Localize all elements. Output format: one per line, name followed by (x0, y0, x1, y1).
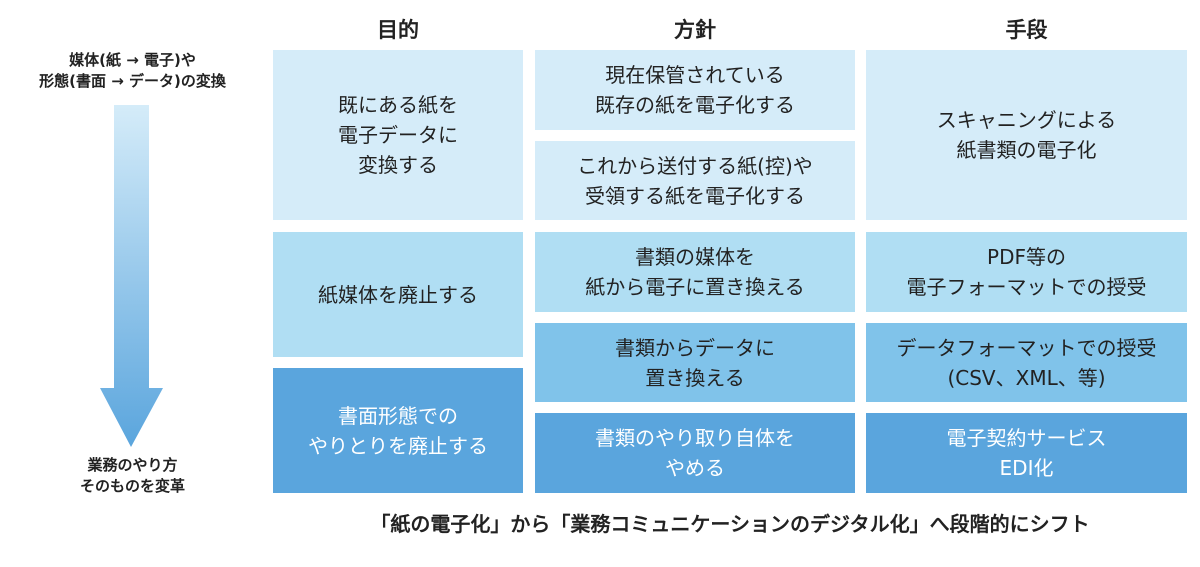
down-arrow-icon (100, 105, 163, 447)
purpose-box-2: 紙媒体を廃止する (273, 232, 523, 357)
purpose-box-3: 書面形態での やりとりを廃止する (273, 368, 523, 493)
means-box-1: スキャニングによる 紙書類の電子化 (866, 50, 1187, 220)
policy-box-1: 現在保管されている 既存の紙を電子化する (535, 50, 855, 130)
policy-box-4: 書類からデータに 置き換える (535, 323, 855, 402)
side-label-top: 媒体(紙 → 電子)や 形態(書面 → データ)の変換 (39, 51, 226, 90)
header-means: 手段 (1005, 18, 1048, 42)
side-label-bottom: 業務のやり方 そのものを変革 (79, 456, 185, 495)
purpose-box-1: 既にある紙を 電子データに 変換する (273, 50, 523, 220)
policy-box-3: 書類の媒体を 紙から電子に置き換える (535, 232, 855, 312)
means-box-4: 電子契約サービス EDI化 (866, 413, 1187, 493)
policy-box-2: これから送付する紙(控)や 受領する紙を電子化する (535, 141, 855, 220)
caption: 「紙の電子化」から「業務コミュニケーションのデジタル化」へ段階的にシフト (370, 512, 1090, 536)
means-box-3: データフォーマットでの授受 (CSV、XML、等) (866, 323, 1187, 402)
header-policy: 方針 (674, 18, 716, 42)
header-purpose: 目的 (377, 18, 419, 42)
means-box-2: PDF等の 電子フォーマットでの授受 (866, 232, 1187, 312)
policy-box-5: 書類のやり取り自体を やめる (535, 413, 855, 493)
